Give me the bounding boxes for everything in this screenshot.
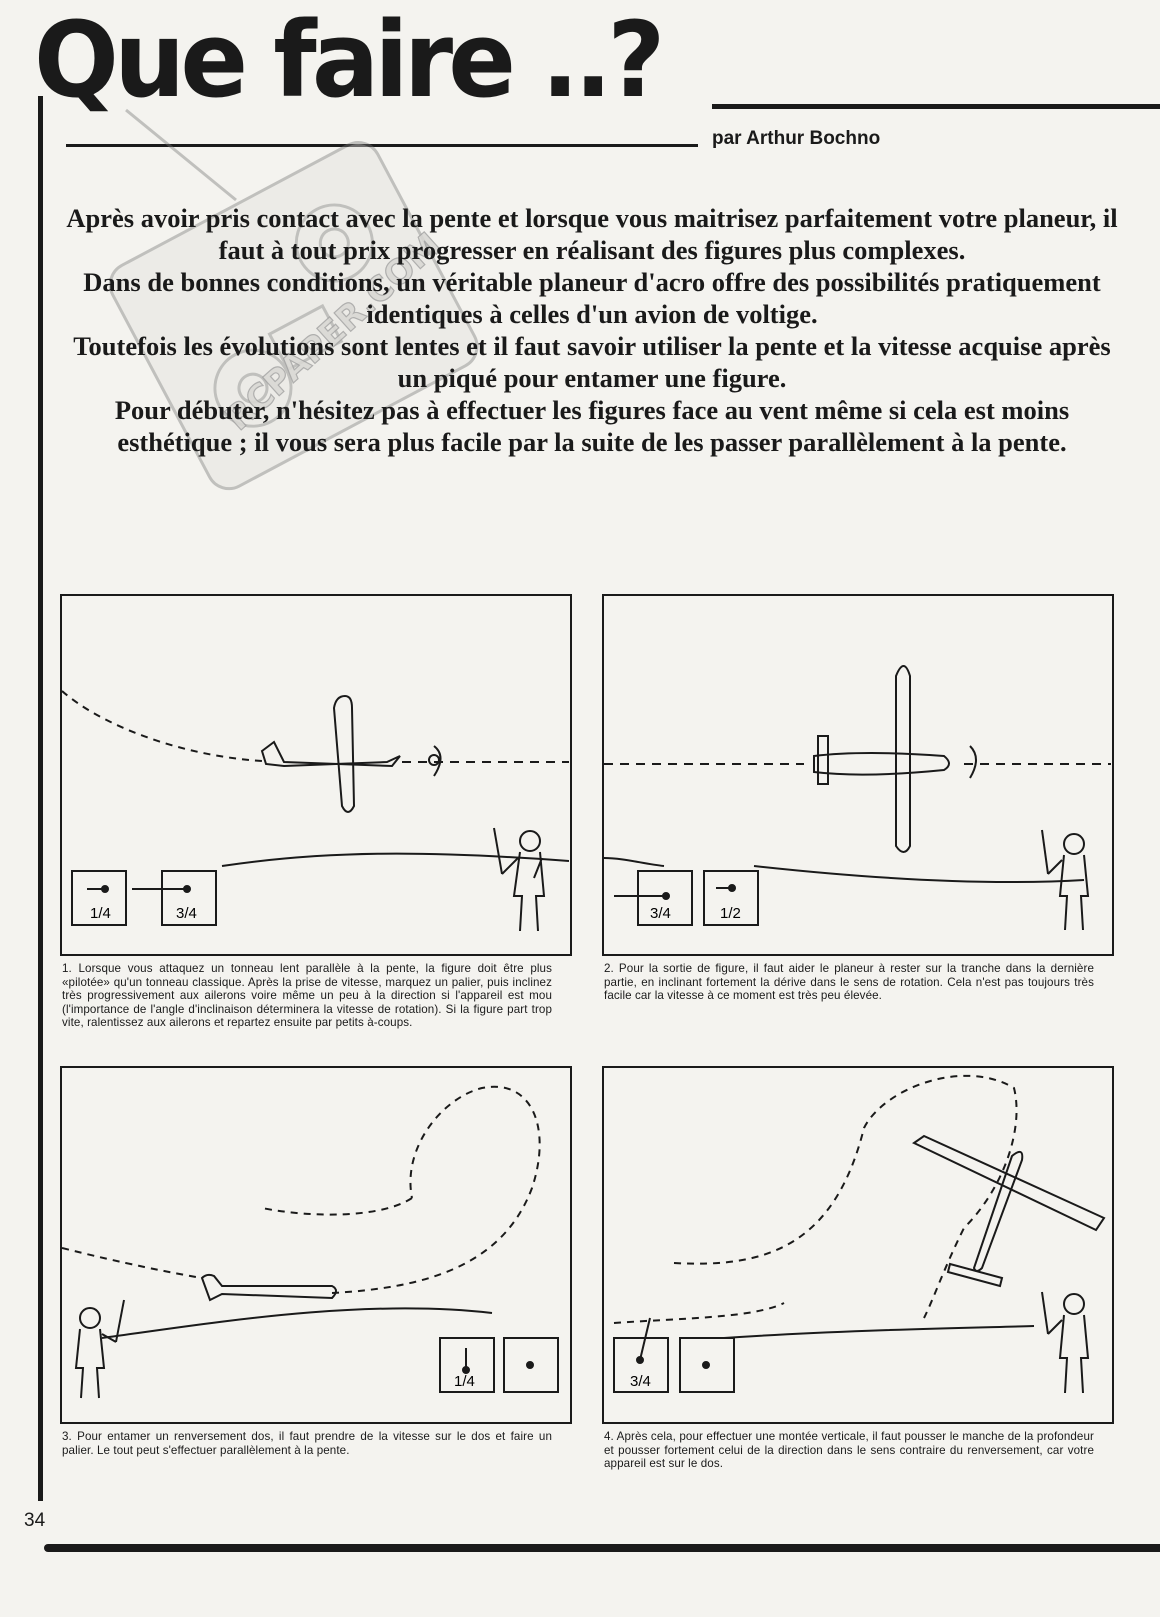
position-boxes	[613, 1317, 735, 1393]
figure-4-illustration: 3/4	[613, 1074, 1106, 1394]
position-boxes	[439, 1337, 559, 1393]
figure-3-caption: 3. Pour entamer un renversement dos, il …	[62, 1430, 552, 1457]
byline: par Arthur Bochno	[712, 128, 881, 149]
glider-fuselage	[813, 752, 950, 776]
box-label: 3/4	[630, 1373, 651, 1390]
figure-1-panel: 1/4 3/4	[60, 594, 572, 956]
figure-1-caption: 1. Lorsque vous attaquez un tonneau lent…	[62, 962, 552, 1029]
glider-wing	[895, 665, 911, 853]
position-boxes	[71, 870, 217, 926]
intro-paragraph: Pour débuter, n'hésitez pas à effectuer …	[114, 395, 1070, 457]
box-label: 1/4	[454, 1373, 475, 1390]
footer-rule	[44, 1544, 1160, 1552]
pilot-figure	[493, 827, 546, 932]
intro-text: Après avoir pris contact avec la pente e…	[58, 202, 1126, 458]
pilot-figure	[1041, 1291, 1090, 1394]
intro-paragraph: Toutefois les évolutions sont lentes et …	[73, 331, 1111, 393]
intro-paragraph: Après avoir pris contact avec la pente e…	[66, 203, 1118, 265]
figure-4-caption: 4. Après cela, pour effectuer une montée…	[604, 1430, 1094, 1470]
glider-inverted	[200, 1273, 337, 1302]
figure-2-panel: 3/4 1/2	[602, 594, 1114, 956]
figure-2-illustration: 3/4 1/2	[604, 665, 1111, 931]
glider-wing	[912, 1134, 1106, 1232]
page-number: 34	[24, 1510, 46, 1531]
byline-rule	[66, 144, 698, 147]
figure-1-illustration: 1/4 3/4	[62, 690, 569, 932]
figure-3-illustration: 1/4	[62, 1085, 559, 1399]
figure-4-panel: 3/4	[602, 1066, 1114, 1424]
figure-3-panel: 1/4	[60, 1066, 572, 1424]
figure-2-caption: 2. Pour la sortie de figure, il faut aid…	[604, 962, 1094, 1002]
box-label: 3/4	[176, 905, 197, 922]
left-border-rule	[38, 96, 43, 1501]
pilot-figure	[1041, 829, 1090, 931]
position-boxes	[614, 870, 759, 926]
glider-side	[260, 740, 401, 768]
title-rule	[712, 104, 1160, 109]
glider-wing	[332, 694, 356, 813]
article-title: Que faire ..?	[34, 0, 665, 121]
box-label: 3/4	[650, 905, 671, 922]
intro-paragraph: Dans de bonnes conditions, un véritable …	[83, 267, 1101, 329]
box-label: 1/2	[720, 905, 741, 922]
pilot-figure	[74, 1299, 125, 1399]
box-label: 1/4	[90, 905, 111, 922]
watermark-stamp: RCPAPER.COM	[108, 108, 479, 491]
